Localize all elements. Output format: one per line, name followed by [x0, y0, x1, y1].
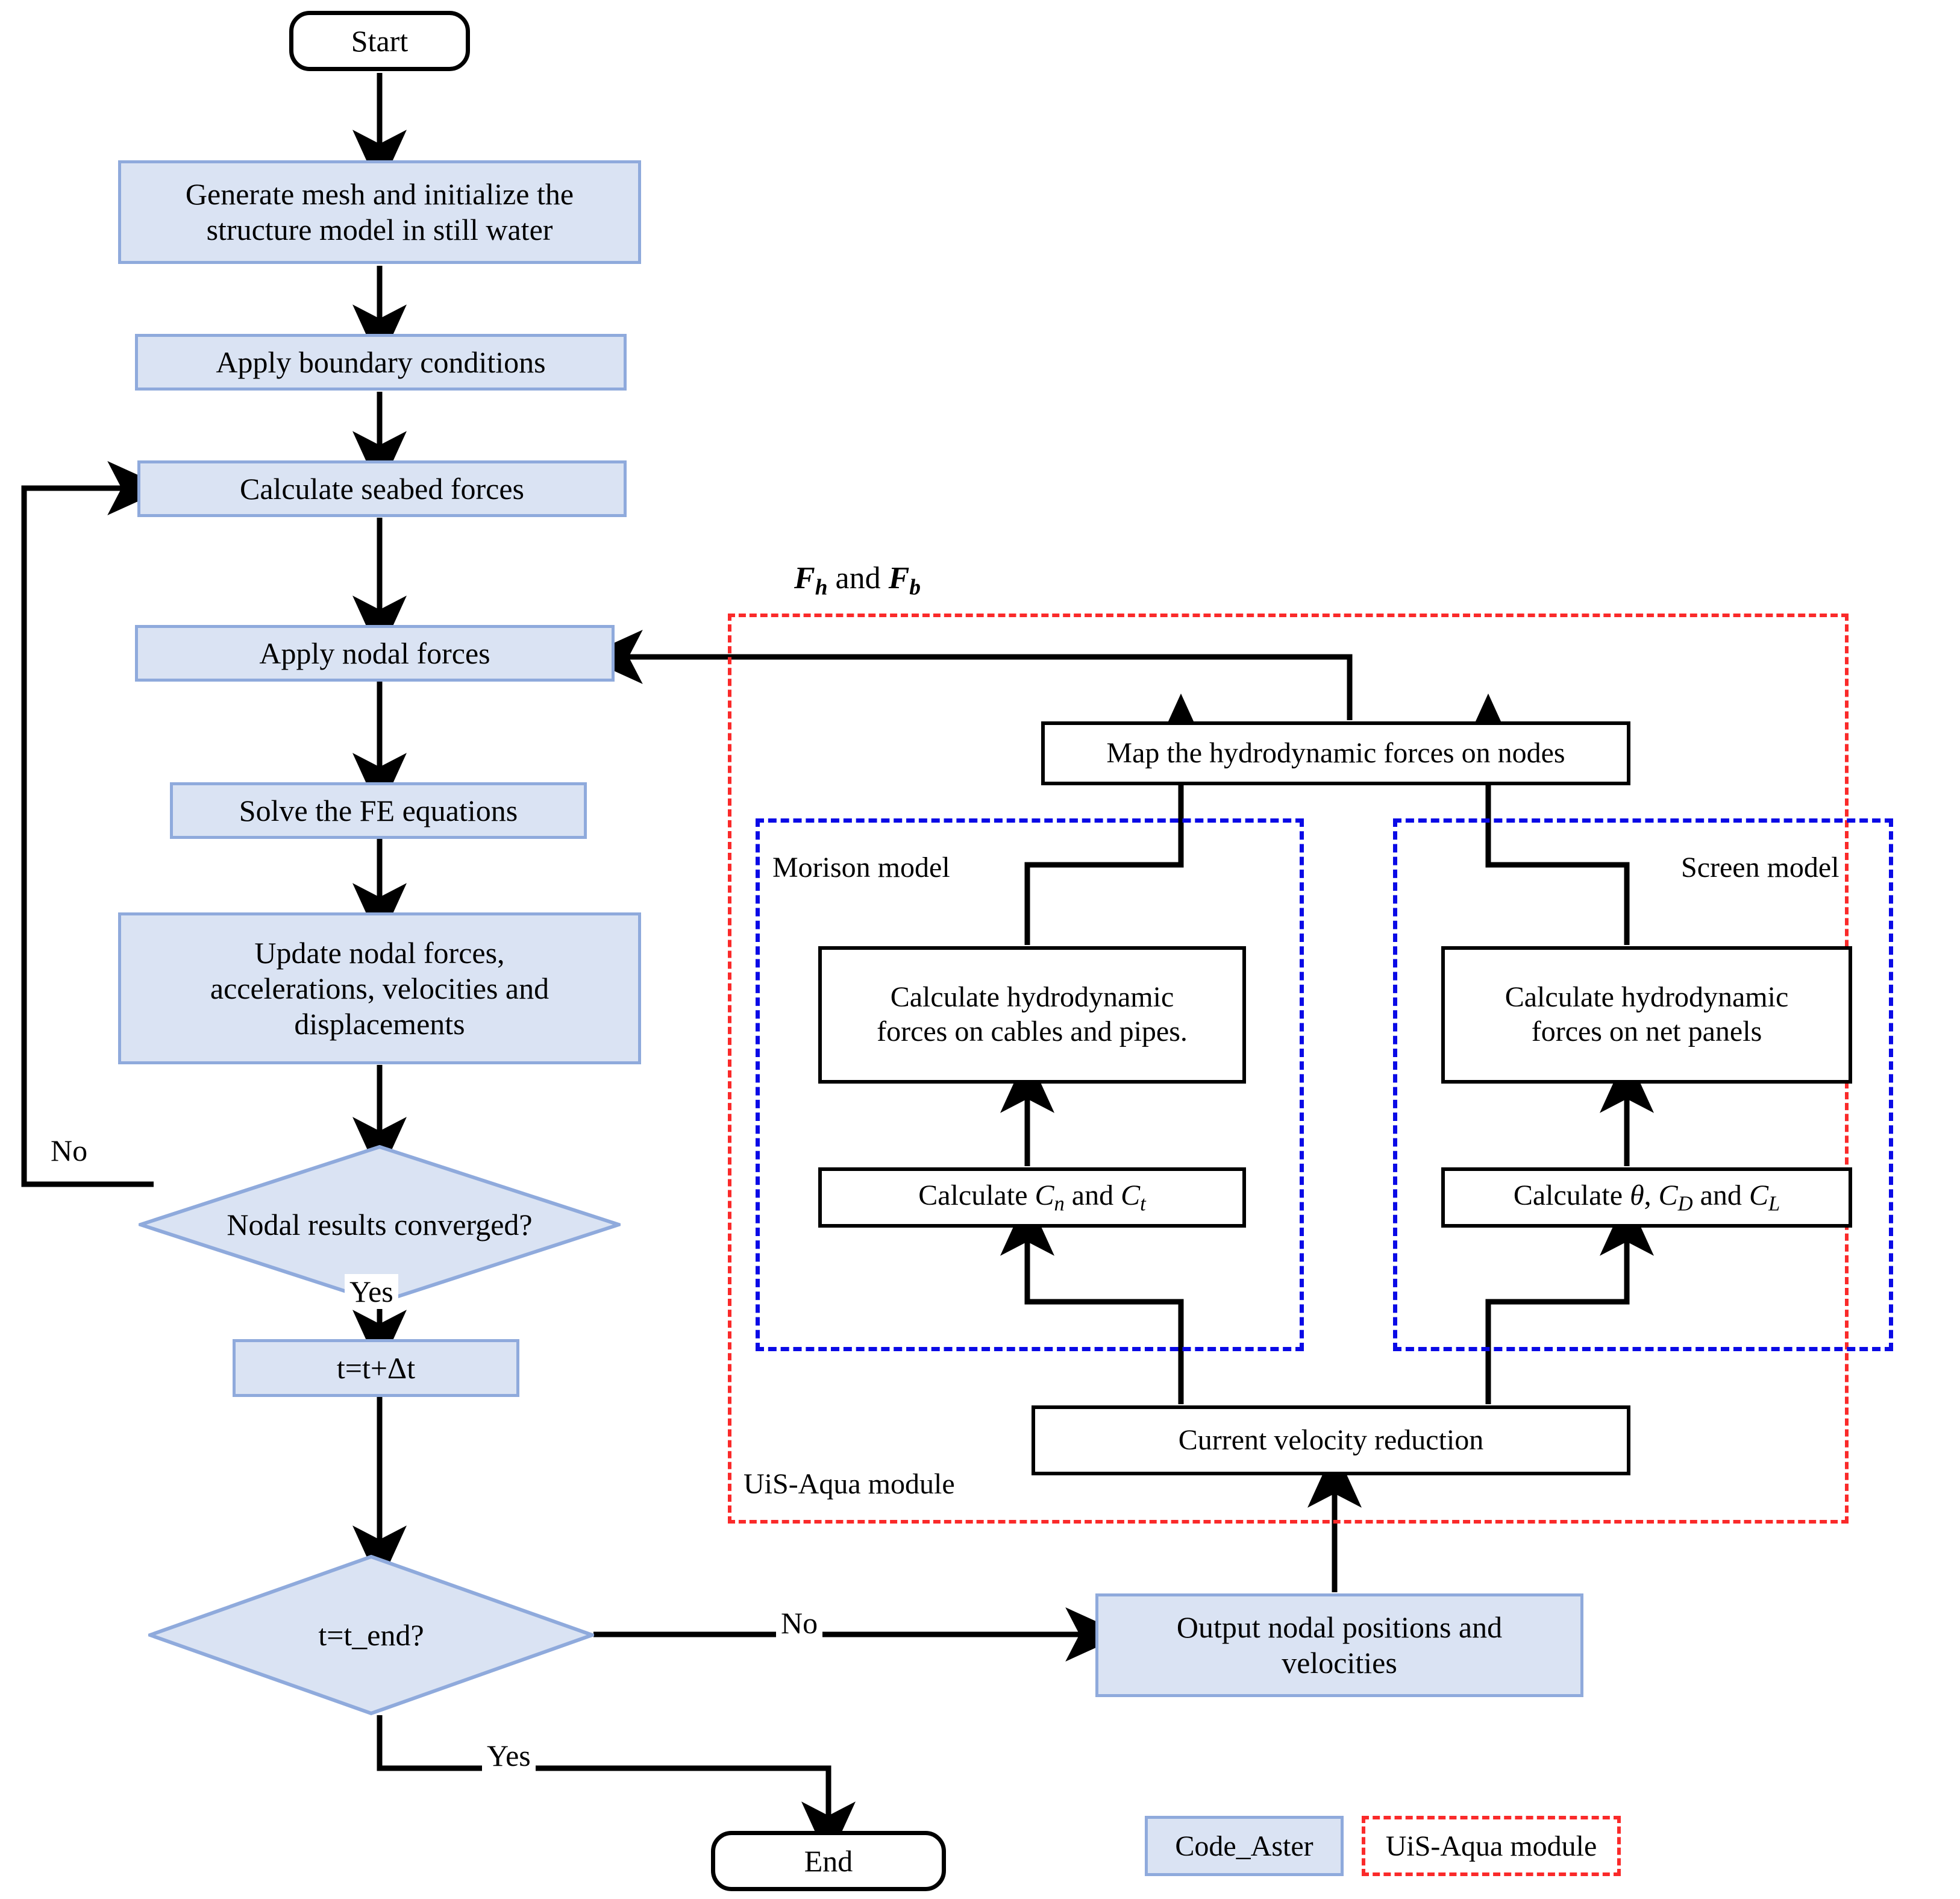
node-morison-hydrodynamic-forces[interactable]: Calculate hydrodynamic forces on cables … [818, 946, 1246, 1084]
legend-swatch-uis-aqua: UiS-Aqua module [1362, 1816, 1621, 1876]
node-calculate-seabed-forces[interactable]: Calculate seabed forces [137, 460, 627, 517]
node-start[interactable]: Start [289, 11, 470, 71]
node-morison-hydrodynamic-forces-label: Calculate hydrodynamic forces on cables … [877, 981, 1188, 1047]
node-morison-coefficients-label: Calculate Cn and Ct [918, 1179, 1146, 1216]
edge-label-t-end-yes: Yes [482, 1738, 536, 1773]
legend-label-uis-aqua: UiS-Aqua module [1385, 1830, 1597, 1862]
node-apply-nodal-forces[interactable]: Apply nodal forces [135, 625, 615, 682]
node-nodal-results-converged-label: Nodal results converged? [227, 1208, 533, 1241]
node-calculate-seabed-forces-label: Calculate seabed forces [240, 471, 524, 506]
group-label-uis-aqua-module: UiS-Aqua module [744, 1468, 955, 1500]
node-nodal-results-converged[interactable]: Nodal results converged? [139, 1145, 621, 1304]
edge-label-forces-feedback: Fh and Fb [794, 561, 921, 600]
node-output-nodal-positions[interactable]: Output nodal positions and velocities [1095, 1593, 1583, 1697]
node-apply-boundary-conditions-label: Apply boundary conditions [216, 345, 546, 379]
node-apply-boundary-conditions[interactable]: Apply boundary conditions [135, 334, 627, 391]
legend-label-code-aster: Code_Aster [1175, 1830, 1313, 1862]
edge-label-t-end-no: No [776, 1606, 823, 1640]
node-screen-coefficients-label: Calculate θ, CD and CL [1513, 1179, 1780, 1216]
node-update-nodal-state-label: Update nodal forces, accelerations, velo… [210, 935, 549, 1041]
node-solve-fe-equations[interactable]: Solve the FE equations [170, 782, 587, 839]
edge-label-converged-no: No [46, 1133, 93, 1168]
node-generate-mesh[interactable]: Generate mesh and initialize the structu… [118, 160, 641, 264]
node-t-end-check-label: t=t_end? [318, 1618, 424, 1652]
node-generate-mesh-label: Generate mesh and initialize the structu… [185, 177, 574, 246]
node-update-nodal-state[interactable]: Update nodal forces, accelerations, velo… [118, 912, 641, 1064]
node-t-end-check[interactable]: t=t_end? [148, 1555, 594, 1715]
legend-swatch-code-aster: Code_Aster [1145, 1816, 1344, 1876]
group-morison-model [756, 818, 1304, 1351]
node-output-nodal-positions-label: Output nodal positions and velocities [1176, 1610, 1503, 1680]
node-screen-coefficients[interactable]: Calculate θ, CD and CL [1441, 1167, 1852, 1228]
node-morison-coefficients[interactable]: Calculate Cn and Ct [818, 1167, 1246, 1228]
node-time-step-increment-label: t=t+Δt [336, 1351, 416, 1385]
node-current-velocity-reduction-label: Current velocity reduction [1178, 1423, 1484, 1456]
node-screen-hydrodynamic-forces-label: Calculate hydrodynamic forces on net pan… [1504, 981, 1789, 1047]
node-time-step-increment[interactable]: t=t+Δt [233, 1339, 519, 1397]
node-solve-fe-equations-label: Solve the FE equations [239, 793, 518, 827]
node-end[interactable]: End [711, 1831, 946, 1891]
node-apply-nodal-forces-label: Apply nodal forces [259, 636, 490, 670]
group-label-morison-model: Morison model [772, 852, 950, 884]
edge-label-converged-yes: Yes [345, 1274, 398, 1309]
group-screen-model [1393, 818, 1893, 1351]
node-screen-hydrodynamic-forces[interactable]: Calculate hydrodynamic forces on net pan… [1441, 946, 1852, 1084]
node-map-hydrodynamic-forces[interactable]: Map the hydrodynamic forces on nodes [1041, 721, 1630, 785]
node-current-velocity-reduction[interactable]: Current velocity reduction [1032, 1405, 1630, 1475]
node-map-hydrodynamic-forces-label: Map the hydrodynamic forces on nodes [1106, 736, 1565, 769]
diamond-shape-t-end [148, 1555, 594, 1715]
group-label-screen-model: Screen model [1681, 852, 1839, 884]
